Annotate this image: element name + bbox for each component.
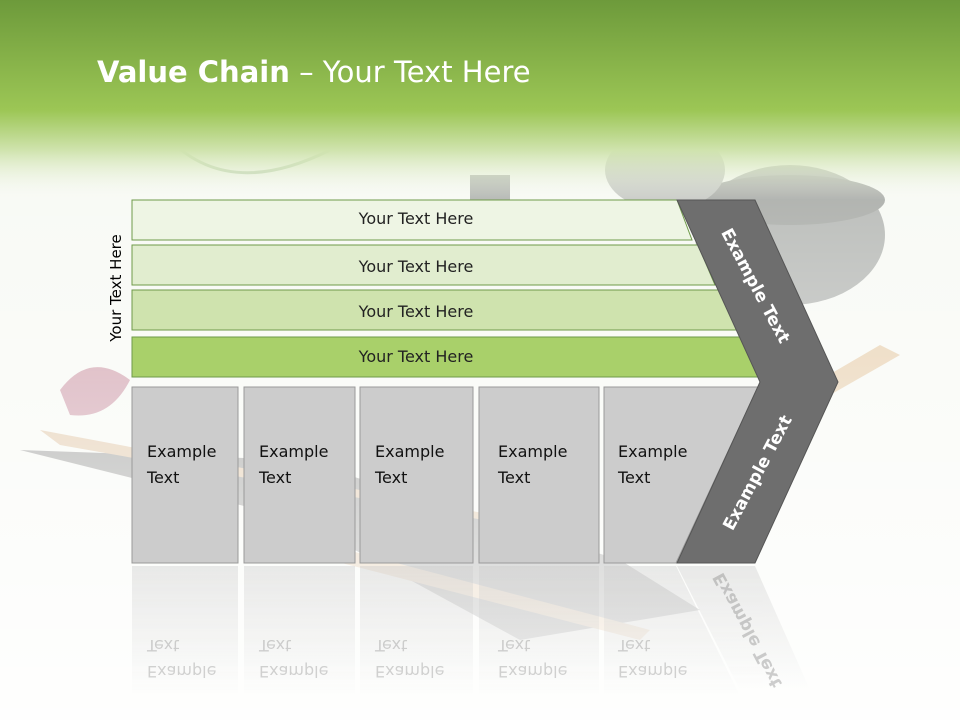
box-4-label: Example Text [498,442,568,487]
box-3 [359,386,474,564]
box-2-reflection: Example Text [259,636,329,681]
box-1-reflection: Example Text [147,636,217,681]
box-2-label: Example Text [259,442,329,487]
box-4-reflection: Example Text [498,636,568,681]
box-3-reflection: Example Text [375,636,445,681]
bar-2 [131,244,716,286]
chevron-arrow [676,199,839,564]
box-2 [243,386,356,564]
box-1-label: Example Text [147,442,217,487]
box-5 [603,386,759,564]
bar-3-label: Your Text Here [358,302,474,321]
box-1 [131,386,239,564]
page-title: Value Chain – Your Text Here [97,55,531,89]
bar-2-label: Your Text Here [358,257,474,276]
box-5-label: Example Text [618,442,688,487]
bar-1 [131,199,693,241]
box-5-reflection: Example Text [618,636,688,681]
bar-4-label: Your Text Here [358,347,474,366]
bar-1-label: Your Text Here [358,209,474,228]
box-4 [478,386,600,564]
box-3-label: Example Text [375,442,445,487]
